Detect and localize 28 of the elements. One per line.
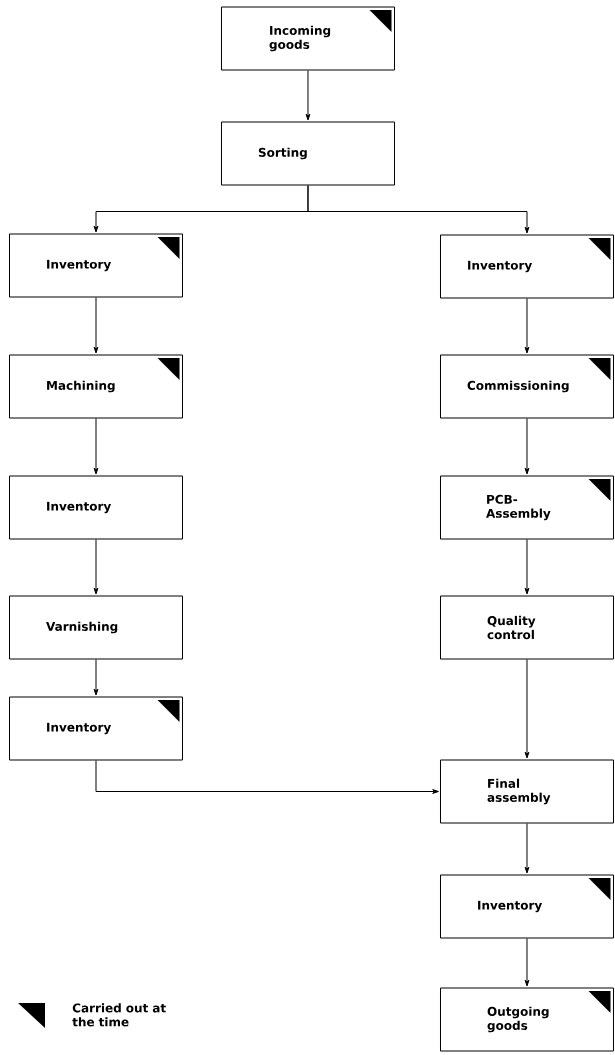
arrow xyxy=(524,823,530,874)
process-box: Inventory xyxy=(440,234,614,299)
arrow xyxy=(93,297,99,354)
process-box: Commissioning xyxy=(440,354,614,419)
arrow xyxy=(524,938,530,987)
process-box: Quality control xyxy=(440,595,614,660)
arrow xyxy=(93,539,99,595)
arrow xyxy=(307,185,530,234)
process-box: Final assembly xyxy=(440,759,614,824)
process-box: Incoming goods xyxy=(221,6,395,71)
arrow xyxy=(305,70,311,121)
process-box: PCB-Assembly xyxy=(440,475,614,540)
process-box: Varnishing xyxy=(9,595,183,660)
arrow xyxy=(93,659,99,696)
process-box: Inventory xyxy=(440,874,614,939)
arrow xyxy=(524,298,530,354)
process-box: Inventory xyxy=(9,475,183,540)
arrow xyxy=(524,418,530,475)
arrow xyxy=(524,539,530,595)
arrow xyxy=(524,659,530,759)
legend-text: Carried out at the time xyxy=(72,1003,166,1027)
process-box: Outgoing goods xyxy=(440,987,614,1052)
process-box: Inventory xyxy=(9,233,183,298)
process-box: Sorting xyxy=(221,121,395,186)
process-box: Inventory xyxy=(9,696,183,761)
arrow xyxy=(93,418,99,475)
process-box: Machining xyxy=(9,354,183,419)
arrow xyxy=(95,760,439,794)
